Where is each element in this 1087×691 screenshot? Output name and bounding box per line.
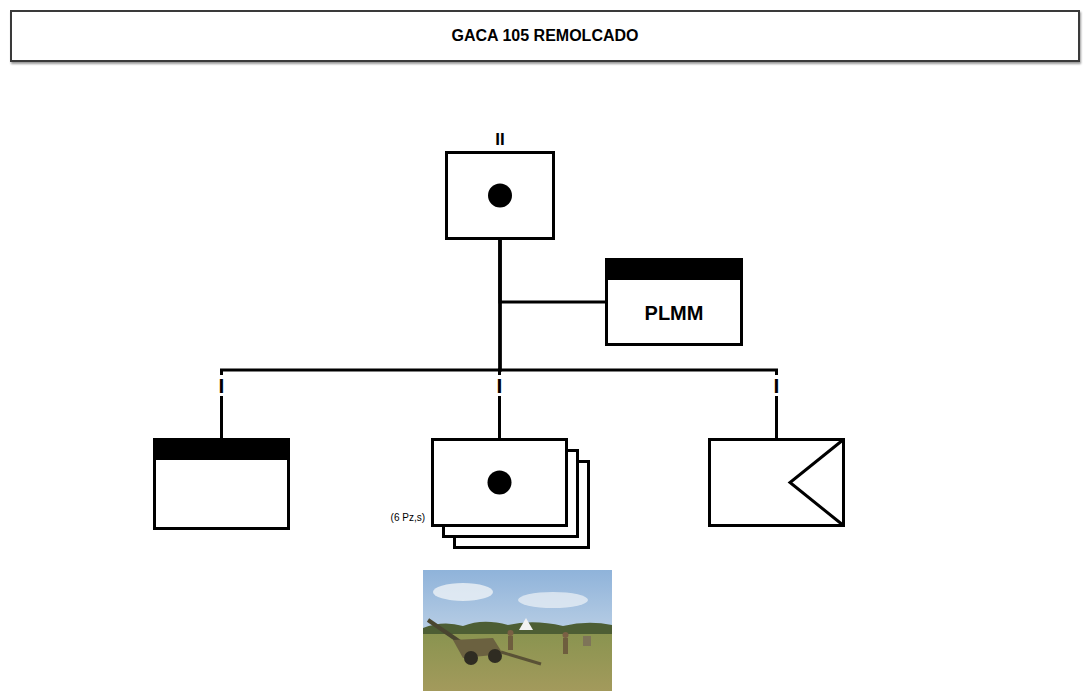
unit-frame <box>710 440 844 526</box>
signal-symbol <box>790 440 844 526</box>
title-bar: GACA 105 REMOLCADO <box>10 10 1080 62</box>
field <box>423 634 612 691</box>
org-connector <box>222 240 501 438</box>
unit-outline <box>431 438 568 527</box>
unit-outline <box>445 151 555 240</box>
soldier <box>508 636 513 650</box>
echelon-mark: I <box>494 375 506 396</box>
org-connector <box>500 240 605 302</box>
gun-wheel <box>488 649 502 663</box>
unit-outline <box>708 438 845 527</box>
unit-outline <box>153 438 290 530</box>
cloud <box>518 592 588 608</box>
unit-symbol-flag: I <box>708 438 845 527</box>
cloud <box>433 583 493 601</box>
org-connector <box>500 240 777 438</box>
unit-frame <box>447 153 554 239</box>
howitzer-photo <box>423 570 612 691</box>
echelon-mark: II <box>492 131 507 148</box>
crate <box>583 636 591 646</box>
soldier <box>508 630 514 636</box>
unit-symbol-stack: I(6 Pz,s) <box>431 438 568 527</box>
title-text: GACA 105 REMOLCADO <box>452 27 639 45</box>
tent <box>519 618 533 630</box>
unit-symbol-band: PLMM <box>605 258 743 346</box>
soldier <box>563 638 568 654</box>
unit-label: PLMM <box>645 303 704 323</box>
headquarters-band <box>605 258 743 280</box>
quantity-note: (6 Pz,s) <box>391 513 425 523</box>
unit-frame <box>433 440 567 526</box>
unit-symbol-dot: II <box>445 151 555 240</box>
sky <box>423 570 612 691</box>
gun-wheel <box>464 651 478 665</box>
soldier <box>563 632 569 638</box>
echelon-mark: I <box>216 375 228 396</box>
unit-symbol-band: I <box>153 438 290 530</box>
headquarters-band <box>153 438 290 460</box>
gun-trail <box>501 652 541 664</box>
echelon-mark: I <box>771 375 783 396</box>
artillery-dot <box>488 471 512 495</box>
unit-outline <box>605 258 743 346</box>
artillery-dot <box>488 184 512 208</box>
